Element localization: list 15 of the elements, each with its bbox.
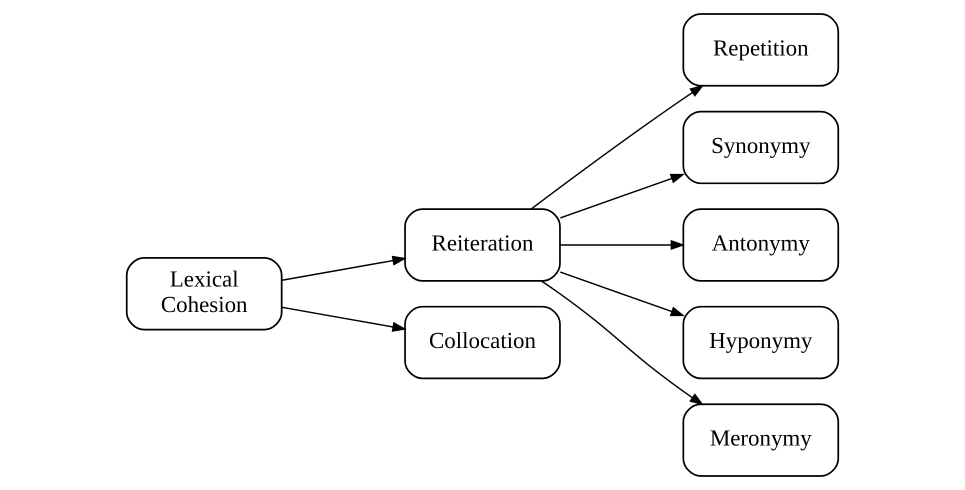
node-box: Synonymy	[682, 110, 840, 184]
arrow	[560, 174, 685, 219]
node-box: Collocation	[404, 306, 561, 380]
arrow	[530, 84, 704, 210]
node-box: Hyponymy	[682, 306, 840, 380]
arrow	[282, 256, 407, 281]
arrow	[560, 271, 685, 316]
arrow	[282, 306, 407, 332]
node-box: Reiteration	[404, 208, 561, 282]
node-box: Repetition	[682, 13, 840, 87]
arrow	[560, 240, 686, 250]
arrow	[540, 280, 704, 406]
node-box: Antonymy	[682, 208, 840, 282]
node-box: Lexical Cohesion	[126, 257, 283, 330]
node-box: Meronymy	[682, 403, 840, 477]
